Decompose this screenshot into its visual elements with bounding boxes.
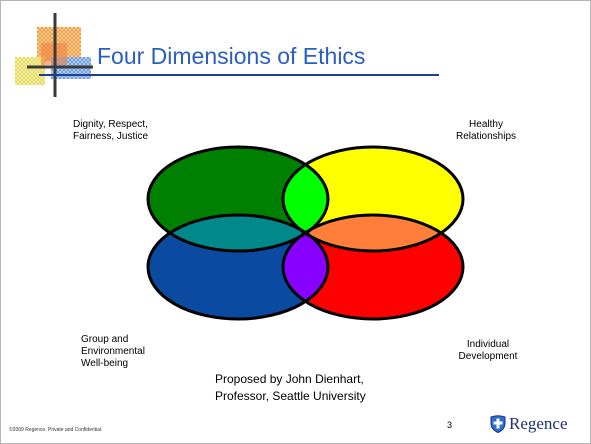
outline-bottom-left xyxy=(146,213,330,321)
label-individual-development: Individual Development xyxy=(458,339,518,362)
attribution-text: Proposed by John Dienhart, Professor, Se… xyxy=(215,372,366,403)
shield-cross-icon xyxy=(490,415,506,433)
slide-title: Four Dimensions of Ethics xyxy=(97,43,366,69)
venn-diagram xyxy=(146,145,465,321)
regence-logo: Regence xyxy=(490,414,568,434)
overlap-left-pair xyxy=(148,215,328,251)
outline-top-right xyxy=(281,145,465,253)
outline-top-left xyxy=(146,145,330,253)
footer-copyright: ©2009 Regence. Private and Confidential. xyxy=(9,427,103,433)
checkered-squares-decoration xyxy=(15,13,93,97)
outline-bottom-right xyxy=(281,213,465,321)
label-dignity-respect: Dignity, Respect, Fairness, Justice xyxy=(73,119,149,142)
title-underline xyxy=(39,74,439,76)
label-group-environmental: Group and Environmental Well-being xyxy=(81,334,145,369)
page-number: 3 xyxy=(447,420,453,430)
overlap-right-pair xyxy=(283,215,463,251)
logo-text: Regence xyxy=(509,414,568,433)
label-healthy-relationships: Healthy Relationships xyxy=(455,119,517,142)
